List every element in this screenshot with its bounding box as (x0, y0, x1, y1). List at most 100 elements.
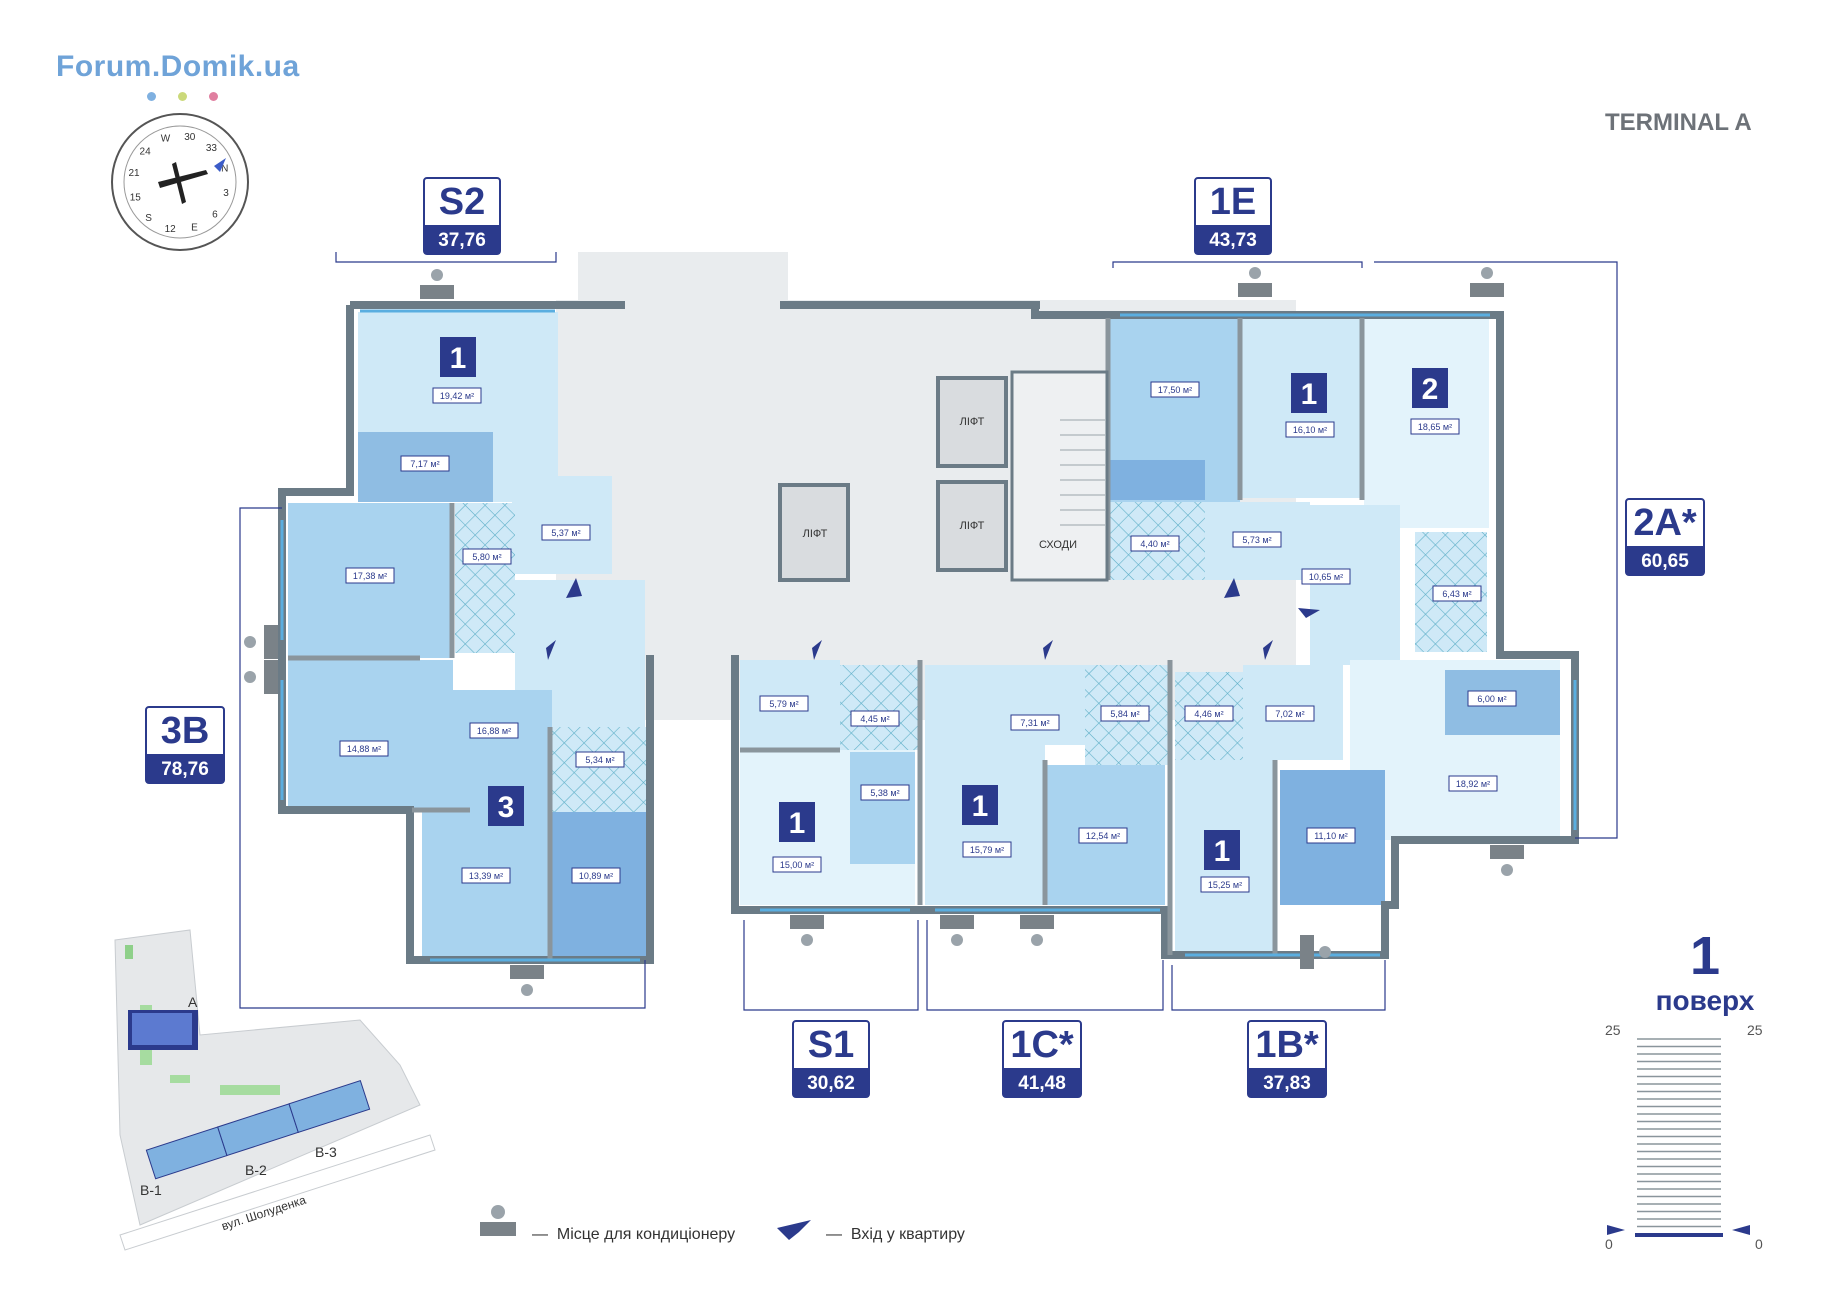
area-label-box (759, 695, 809, 712)
apartment-tag-s1[interactable]: S1 30,62 (792, 1020, 870, 1098)
room-count: 1 (789, 807, 806, 840)
apartment-tag-1b[interactable]: 1B* 37,83 (1247, 1020, 1327, 1098)
room-area-label: 6,00 м² (1477, 694, 1506, 704)
apartment-area: 78,76 (145, 756, 225, 784)
logo-dot-pink (209, 92, 218, 101)
apartment-area: 37,76 (423, 227, 501, 255)
apartment-area: 30,62 (792, 1070, 870, 1098)
compass-label: 3 (223, 188, 229, 199)
room-area-label: 12,54 м² (1086, 831, 1120, 841)
area-label-box (860, 784, 910, 801)
area-label-box (1432, 585, 1482, 602)
compass-label: N (221, 164, 228, 175)
area-label-box (1301, 568, 1351, 585)
room-count-badge (1291, 373, 1327, 413)
compass-label: 15 (130, 193, 142, 204)
room-area-label: 18,92 м² (1456, 779, 1490, 789)
area-label-box (1184, 705, 1234, 722)
compass-label: 12 (165, 224, 177, 235)
logo-dot-green (178, 92, 187, 101)
compass-label: W (161, 133, 171, 144)
apartment-tag-s2[interactable]: S2 37,76 (423, 177, 501, 255)
area-label-box (400, 455, 450, 472)
area-label-box (772, 856, 822, 873)
area-label-box (1265, 705, 1315, 722)
apartment-tag-1c[interactable]: 1C* 41,48 (1002, 1020, 1082, 1098)
room-area-label: 5,38 м² (870, 788, 899, 798)
area-label-box (1200, 876, 1250, 893)
room-area-label: 11,10 м² (1314, 831, 1348, 841)
scale-bottom-right: 0 (1755, 1236, 1763, 1250)
room-area-label: 5,73 м² (1242, 535, 1271, 545)
scale-top-right: 25 (1747, 1025, 1763, 1038)
legend-entry-text: — Вхід у квартиру (826, 1226, 965, 1243)
area-label-box (541, 524, 591, 541)
fan-icon (244, 267, 1513, 996)
area-label-box (1100, 705, 1150, 722)
area-label-box (571, 867, 621, 884)
room-area-label: 7,02 м² (1275, 709, 1304, 719)
scale-top-left: 25 (1605, 1025, 1621, 1038)
room-area-label: 5,84 м² (1110, 709, 1139, 719)
room-area-label: 4,45 м² (860, 714, 889, 724)
area-label-box (1285, 421, 1335, 438)
compass-label: 24 (140, 147, 152, 158)
room-area-label: 7,31 м² (1020, 718, 1049, 728)
room-count-badge (1204, 830, 1240, 870)
site-block-label: B-1 (140, 1182, 162, 1198)
logo-dot-blue (147, 92, 156, 101)
room-area-label: 19,42 м² (440, 391, 474, 401)
area-label-box (1448, 775, 1498, 792)
area-label-box (339, 740, 389, 757)
apartment-code: 3B (145, 706, 225, 756)
room-area-label: 10,89 м² (579, 871, 613, 881)
compass-label: S (145, 213, 152, 224)
apartment-tag-3b[interactable]: 3B 78,76 (145, 706, 225, 784)
stairs-label: СХОДИ (1039, 539, 1077, 551)
legend-ac-text: — Місце для кондиціонеру (532, 1226, 736, 1243)
apartment-area: 43,73 (1194, 227, 1272, 255)
apartment-tag-2a[interactable]: 2A* 60,65 (1625, 498, 1705, 576)
area-label-box (1410, 418, 1460, 435)
apartment-tag-1e[interactable]: 1E 43,73 (1194, 177, 1272, 255)
room-area-label: 10,65 м² (1309, 572, 1343, 582)
room-count-badge (488, 786, 524, 826)
area-label-box (469, 722, 519, 739)
area-label-box (432, 387, 482, 404)
room-area-label: 16,88 м² (477, 726, 511, 736)
apartment-code: 2A* (1625, 498, 1705, 548)
room-count: 2 (1422, 373, 1439, 406)
site-plan: A B-1 B-2 B-3 вул. Шолуденка (114, 929, 436, 1251)
scale-pointer-icon (1732, 1225, 1750, 1235)
room-area-label: 17,38 м² (353, 571, 387, 581)
area-label-box (1010, 714, 1060, 731)
room-area-label: 14,88 м² (347, 744, 381, 754)
plane-icon (158, 170, 208, 188)
site-logo[interactable]: Forum.Domik.ua (56, 50, 300, 83)
room-count-badge (779, 802, 815, 842)
compass-label: 30 (184, 132, 196, 143)
room-count: 3 (498, 791, 515, 824)
room-area-label: 4,40 м² (1140, 539, 1169, 549)
room-area-label: 6,43 м² (1442, 589, 1471, 599)
area-label-box (461, 867, 511, 884)
room-area-label: 15,79 м² (970, 845, 1004, 855)
site-block-label: B-3 (315, 1144, 337, 1160)
apartment-area: 60,65 (1625, 548, 1705, 576)
room-area-label: 5,79 м² (769, 699, 798, 709)
area-label-box (962, 841, 1012, 858)
area-label-box (850, 710, 900, 727)
scale-bottom-left: 0 (1605, 1236, 1613, 1250)
site-block-label: B-2 (245, 1162, 267, 1178)
area-label-box (1078, 827, 1128, 844)
room-count: 1 (972, 790, 989, 823)
area-label-box (345, 567, 395, 584)
room-count: 1 (1301, 378, 1318, 411)
building-title: TERMINAL A (1605, 109, 1752, 136)
area-label-box (575, 751, 625, 768)
entry-arrow-icon (546, 578, 1320, 660)
apartment-code: 1E (1194, 177, 1272, 227)
floor-number: 1 (1689, 926, 1721, 986)
